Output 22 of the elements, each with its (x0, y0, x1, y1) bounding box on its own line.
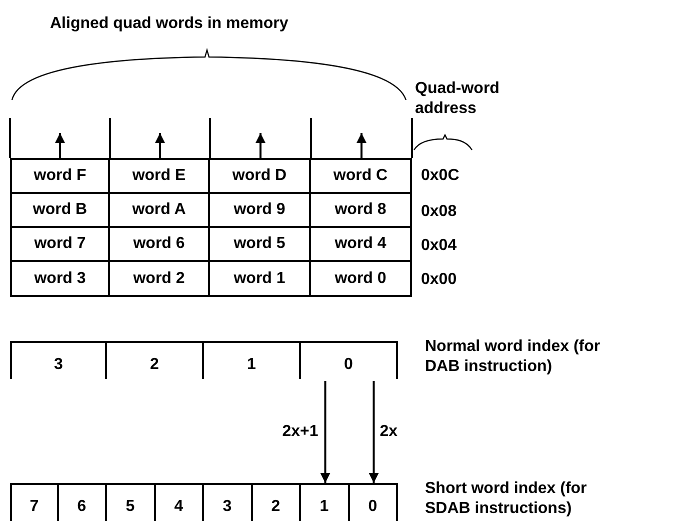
table-cell: word 3 (10, 260, 110, 297)
arrow (256, 133, 266, 158)
diagram-title: Aligned quad words in memory (50, 14, 288, 34)
row-caption: Normal word index (for DAB instruction) (425, 337, 602, 377)
address-label: 0x00 (421, 270, 457, 290)
arrow (55, 133, 65, 158)
axis-title: Quad-word address (415, 79, 500, 119)
index-cell: 0 (348, 483, 398, 521)
address-label: 0x08 (421, 202, 457, 222)
index-cell: 7 (10, 483, 58, 521)
arrow (320, 381, 330, 483)
table-cell: word F (10, 158, 110, 194)
table-cell: word C (309, 158, 412, 194)
address-label: 0x0C (421, 166, 460, 186)
address-label: 0x04 (421, 236, 457, 256)
index-cell: 3 (10, 341, 107, 379)
arrow (368, 381, 379, 483)
index-cell: 0 (299, 341, 398, 379)
arrow (155, 133, 165, 158)
row-caption: Short word index (for SDAB instructions) (425, 479, 588, 519)
arrow (356, 133, 366, 158)
table-cell: word 0 (309, 260, 412, 297)
